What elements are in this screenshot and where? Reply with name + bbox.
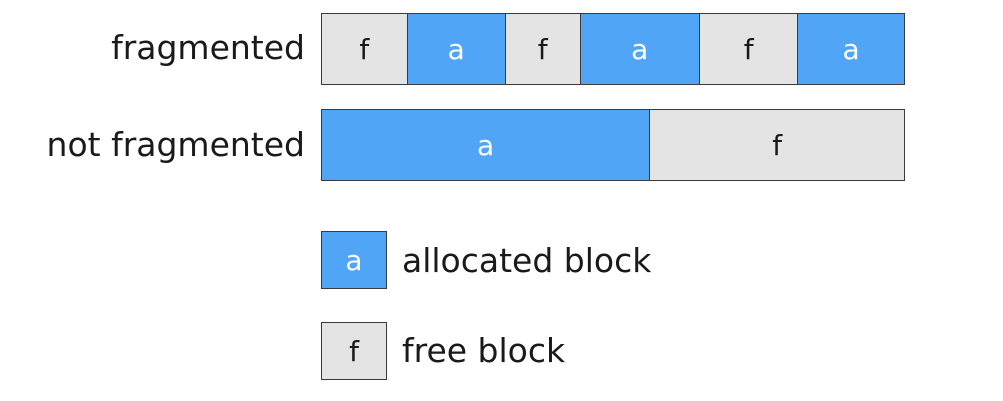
free-block: f: [699, 14, 799, 84]
free-block: f: [322, 14, 408, 84]
free-block: f: [505, 14, 581, 84]
row-label-not-fragmented: not fragmented: [46, 125, 305, 164]
legend-allocated-swatch: a: [321, 231, 387, 289]
allocated-block: a: [580, 14, 700, 84]
allocated-block: a: [407, 14, 506, 84]
free-block: f: [650, 110, 904, 180]
legend-free-swatch: f: [321, 322, 387, 380]
legend-allocated-label: allocated block: [402, 241, 652, 280]
row-label-fragmented: fragmented: [111, 28, 305, 67]
allocated-block: a: [322, 110, 651, 180]
allocated-block: a: [798, 14, 905, 84]
legend-free-label: free block: [402, 331, 566, 370]
